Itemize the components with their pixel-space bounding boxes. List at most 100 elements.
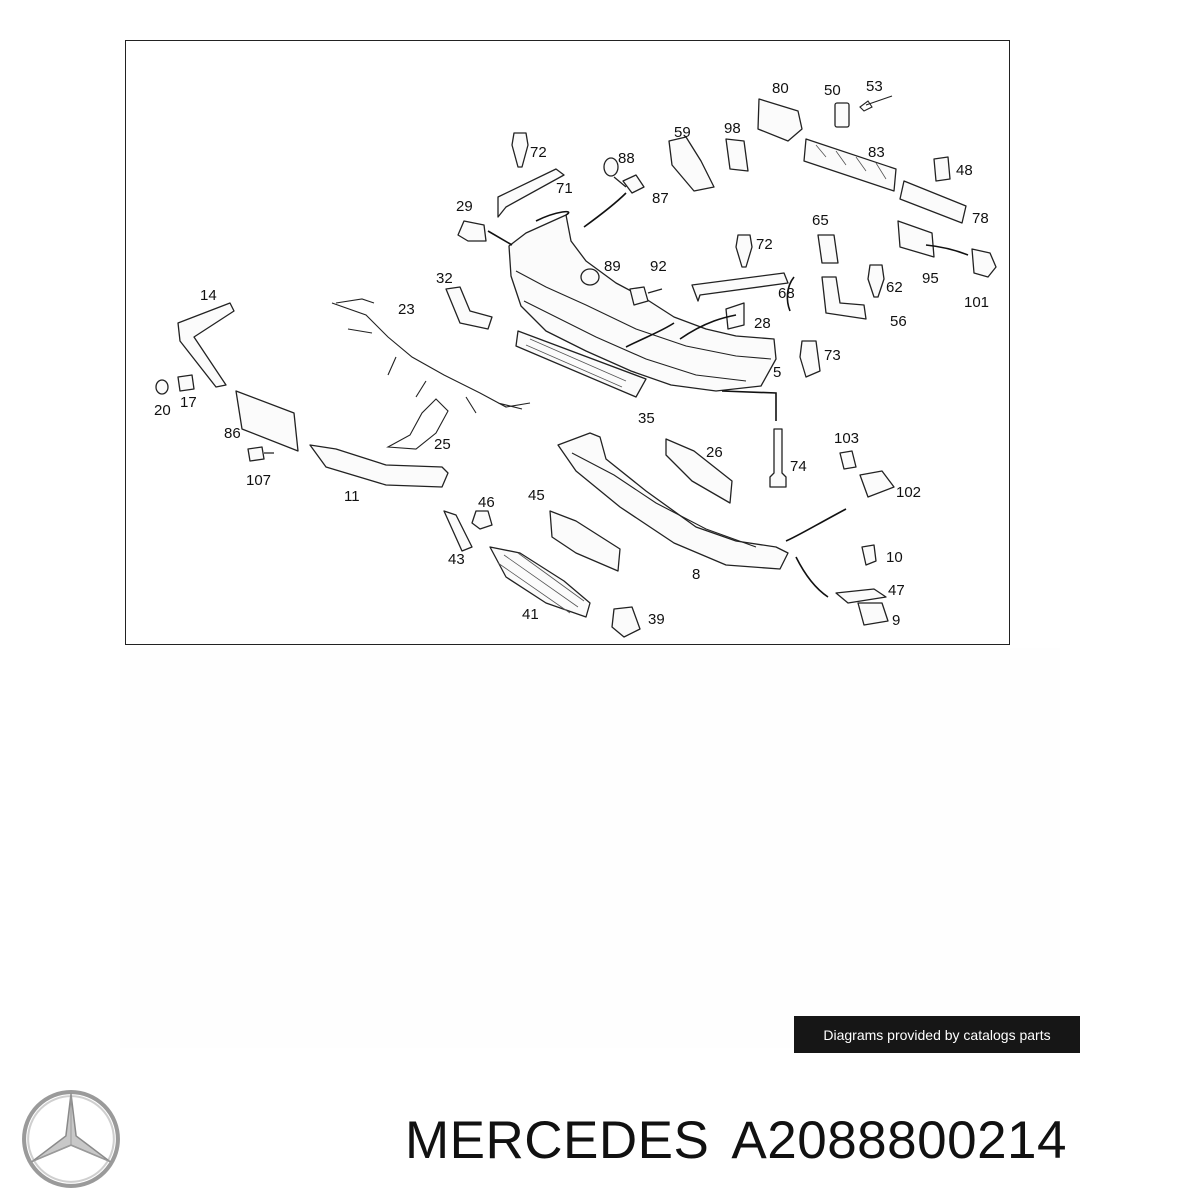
callout-92: 92: [650, 258, 667, 275]
part-95: [897, 220, 935, 258]
part-72b: [735, 234, 753, 268]
callout-35: 35: [638, 410, 655, 427]
callout-43: 43: [448, 551, 465, 568]
part-101: [971, 248, 997, 278]
part-83: [803, 138, 897, 192]
part-14: [177, 302, 235, 388]
part-47: [835, 588, 887, 604]
callout-102: 102: [896, 484, 921, 501]
part-68: [691, 272, 789, 302]
callout-83: 83: [868, 144, 885, 161]
callout-72: 72: [530, 144, 547, 161]
callout-11: 11: [344, 488, 360, 505]
callout-5: 5: [773, 364, 781, 381]
callout-9: 9: [892, 612, 900, 629]
part-59: [668, 136, 715, 192]
part-56: [821, 276, 867, 320]
callout-88: 88: [618, 150, 635, 167]
callout-89: 89: [604, 258, 621, 275]
part-46: [471, 510, 493, 530]
callout-29: 29: [456, 198, 473, 215]
exploded-bumper-diagram: 80 50 53 72 59 98 88 83 48 71 87 29 65 7…: [154, 78, 997, 638]
callout-32: 32: [436, 270, 453, 287]
part-43: [443, 510, 473, 552]
callout-20: 20: [154, 402, 171, 419]
part-10: [861, 544, 877, 566]
part-32: [445, 286, 493, 330]
callout-10: 10: [886, 549, 903, 566]
credit-badge-text: Diagrams provided by catalogs parts: [823, 1026, 1051, 1043]
part-11: [309, 444, 449, 488]
credit-badge: Diagrams provided by catalogs parts: [794, 1016, 1080, 1053]
callout-87: 87: [652, 190, 669, 207]
part-103: [839, 450, 857, 470]
callout-71: 71: [556, 180, 573, 197]
callout-39: 39: [648, 611, 665, 628]
part-29: [457, 220, 487, 242]
part-65: [817, 234, 839, 264]
part-50: [834, 102, 850, 128]
callout-45: 45: [528, 487, 545, 504]
callout-48: 48: [956, 162, 973, 179]
callout-73: 73: [824, 347, 841, 364]
part-25: [386, 398, 449, 450]
callout-74: 74: [790, 458, 807, 475]
callout-25: 25: [434, 436, 451, 453]
callout-41: 41: [522, 606, 539, 623]
part-107: [247, 446, 274, 462]
callout-98: 98: [724, 120, 741, 137]
callout-8: 8: [692, 566, 700, 583]
part-62: [867, 264, 885, 298]
part-number: A2088800214: [731, 1110, 1068, 1170]
part-23-harness: [331, 298, 531, 414]
brand-name: MERCEDES: [405, 1110, 710, 1170]
callout-50: 50: [824, 82, 841, 99]
callout-28: 28: [754, 315, 771, 332]
callout-62: 62: [886, 279, 903, 296]
part-48: [933, 156, 951, 182]
callout-68: 68: [778, 285, 795, 302]
part-78: [899, 180, 967, 224]
part-8-lower-valance: [557, 432, 789, 570]
part-72a: [511, 132, 529, 168]
callout-47: 47: [888, 582, 905, 599]
part-9: [857, 602, 889, 626]
callout-103: 103: [834, 430, 859, 447]
part-80: [757, 98, 803, 142]
callout-86: 86: [224, 425, 241, 442]
callout-23: 23: [398, 301, 415, 318]
callout-26: 26: [706, 444, 723, 461]
callout-107: 107: [246, 472, 271, 489]
callout-46: 46: [478, 494, 495, 511]
part-53: [859, 95, 893, 112]
callout-80: 80: [772, 80, 789, 97]
callout-65: 65: [812, 212, 829, 229]
part-89: [580, 268, 600, 286]
callout-17: 17: [180, 394, 197, 411]
part-86: [235, 390, 299, 452]
parts-diagram: 80 50 53 72 59 98 88 83 48 71 87 29 65 7…: [125, 40, 1010, 645]
callout-14: 14: [200, 287, 217, 304]
part-39: [611, 606, 641, 638]
part-45: [549, 510, 621, 572]
callout-53: 53: [866, 78, 883, 95]
three-pointed-star-logo-icon: [22, 1090, 120, 1188]
callout-95: 95: [922, 270, 939, 287]
part-17: [177, 374, 195, 392]
part-74: [769, 428, 787, 488]
part-102: [859, 470, 895, 498]
part-26: [665, 438, 733, 504]
callout-72: 72: [756, 236, 773, 253]
part-98: [725, 138, 749, 172]
part-41: [489, 546, 591, 618]
part-92: [629, 286, 663, 306]
part-20: [155, 379, 169, 395]
diagram-background-area: [120, 648, 1060, 1048]
callout-101: 101: [964, 294, 989, 311]
callout-56: 56: [890, 313, 907, 330]
callout-59: 59: [674, 124, 691, 141]
callout-78: 78: [972, 210, 989, 227]
part-title: MERCEDES A2088800214: [405, 1105, 1195, 1175]
part-73: [799, 340, 821, 378]
part-71: [497, 168, 565, 218]
